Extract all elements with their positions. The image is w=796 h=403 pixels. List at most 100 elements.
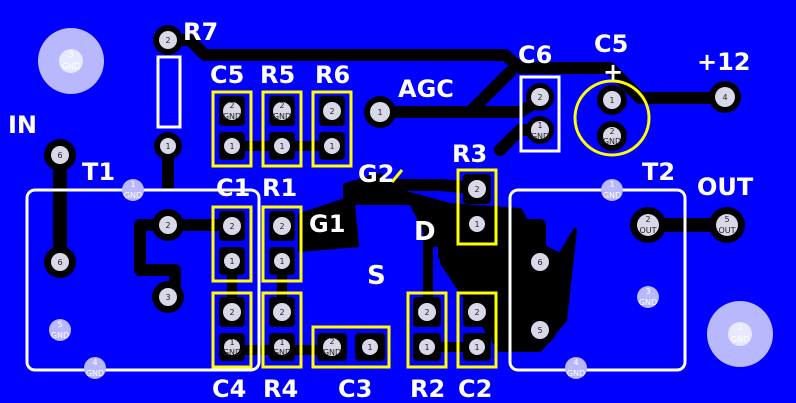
pad-in-6: 6 <box>57 151 62 160</box>
pad-r5-gnd: GND <box>273 112 291 121</box>
label-d: D <box>414 217 436 247</box>
g2-mark <box>390 169 404 183</box>
pad-c5b-gnd: GND <box>603 137 621 146</box>
pad-r6-1: 1 <box>329 142 334 151</box>
pads <box>38 25 773 379</box>
pad-r5-2: 2 <box>279 101 284 110</box>
pad-t1-5: 5 <box>57 320 62 329</box>
label-g1: G1 <box>309 210 345 238</box>
pad-c1-2: 2 <box>229 222 234 231</box>
label-s: S <box>367 261 386 291</box>
pad-mh1-num: 3 <box>68 50 73 59</box>
pad-t2-5: 5 <box>724 215 729 224</box>
label-g2: G2 <box>358 160 394 188</box>
pad-mh2-num: 2 <box>737 323 742 332</box>
pad-c4-1: 1 <box>229 338 234 347</box>
label-c2: C2 <box>458 375 492 403</box>
pad-r4-1: 1 <box>279 338 284 347</box>
label-plus: + <box>603 58 623 86</box>
pad-t1-1-gnd: GND <box>124 191 142 200</box>
pad-r5-1: 1 <box>279 142 284 151</box>
r5-outline <box>261 90 303 168</box>
pad-c5b-2: 2 <box>609 127 614 136</box>
pad-t2-1-gnd: GND <box>603 191 621 200</box>
pad-mh1-gnd: GND <box>62 62 80 71</box>
pad-t1-3: 3 <box>165 293 170 302</box>
pad-c2-1: 1 <box>474 343 479 352</box>
pad-t2-3: 3 <box>645 287 650 296</box>
pad-t2-2: 2 <box>645 215 650 224</box>
label-r4: R4 <box>263 375 298 403</box>
pad-c5a-2: 2 <box>229 101 234 110</box>
pad-r7-2: 2 <box>165 36 170 45</box>
pad-t1-6: 6 <box>57 258 62 267</box>
label-c1: C1 <box>216 174 250 202</box>
pad-c3-2: 2 <box>329 337 334 346</box>
label-r1: R1 <box>262 174 297 202</box>
label-r6: R6 <box>315 61 350 89</box>
c1-outline <box>211 205 253 283</box>
r1-outline <box>261 205 303 283</box>
pad-t1-5-gnd: GND <box>51 331 69 340</box>
pad-r3-1: 1 <box>474 220 479 229</box>
label-c3: C3 <box>338 375 372 403</box>
label-c5a: C5 <box>210 61 244 89</box>
pad-r4-gnd: GND <box>273 348 291 357</box>
pad-c5a-1: 1 <box>229 142 234 151</box>
pad-r1-1: 1 <box>279 257 284 266</box>
pad-t2-4: 4 <box>573 358 578 367</box>
pad-c5b-1: 1 <box>609 96 614 105</box>
pad-r2-2: 2 <box>424 308 429 317</box>
t2-outline <box>508 188 687 372</box>
pad-t2-3-gnd: GND <box>639 298 657 307</box>
label-12v: +12 <box>697 48 751 76</box>
c5a-outline <box>211 90 253 168</box>
label-r3: R3 <box>452 140 487 168</box>
component-labels: IN T1 R7 C5 R5 R6 AGC C6 C5 + +12 R3 G2 … <box>8 18 754 403</box>
pad-t2-4-gnd: GND <box>567 369 585 378</box>
r2-outline <box>406 291 448 369</box>
pad-r2-1: 1 <box>424 343 429 352</box>
pad-r3-2: 2 <box>474 185 479 194</box>
label-t2: T2 <box>642 158 675 186</box>
label-in: IN <box>8 111 37 139</box>
c6-outline <box>519 75 561 153</box>
pad-c4-2: 2 <box>229 308 234 317</box>
r4-outline <box>261 291 303 369</box>
label-r5: R5 <box>260 61 295 89</box>
pad-r1-2: 2 <box>279 222 284 231</box>
pad-c2-2: 2 <box>474 308 479 317</box>
label-c5b: C5 <box>594 30 628 58</box>
label-r2: R2 <box>410 375 445 403</box>
label-agc: AGC <box>398 75 454 103</box>
pad-c3-1: 1 <box>367 343 372 352</box>
pad-t2-5-out: OUT <box>718 226 735 235</box>
pad-numbers: 3 GND 2 GND 2 1 6 6 2 3 1 4 2 OUT 5 OUT … <box>51 36 749 378</box>
label-r7: R7 <box>183 18 218 46</box>
pad-r7-1: 1 <box>165 142 170 151</box>
r3-outline <box>456 168 498 246</box>
r6-outline <box>311 90 353 168</box>
pad-t1-4: 4 <box>92 358 97 367</box>
pad-agc-1: 1 <box>377 108 382 117</box>
pad-t2-6: 6 <box>537 258 542 267</box>
pad-t2-5b: 5 <box>537 326 542 335</box>
label-t1: T1 <box>82 158 115 186</box>
pad-mh2-gnd: GND <box>731 335 749 344</box>
c2-outline <box>456 291 498 369</box>
c4-outline <box>211 291 253 369</box>
c5b-outline <box>573 79 651 157</box>
pad-c4-gnd: GND <box>223 348 241 357</box>
pad-c6-gnd: GND <box>531 132 549 141</box>
pad-t2-1: 1 <box>609 180 614 189</box>
label-c4: C4 <box>212 375 246 403</box>
pad-12v-4: 4 <box>722 93 727 102</box>
pad-c6-1: 1 <box>537 121 542 130</box>
pad-c5a-gnd: GND <box>223 112 241 121</box>
pad-t1-4-gnd: GND <box>86 369 104 378</box>
c3-outline <box>311 325 391 369</box>
pad-t2-2-out: OUT <box>639 226 656 235</box>
pad-c3-gnd: GND <box>323 348 341 357</box>
